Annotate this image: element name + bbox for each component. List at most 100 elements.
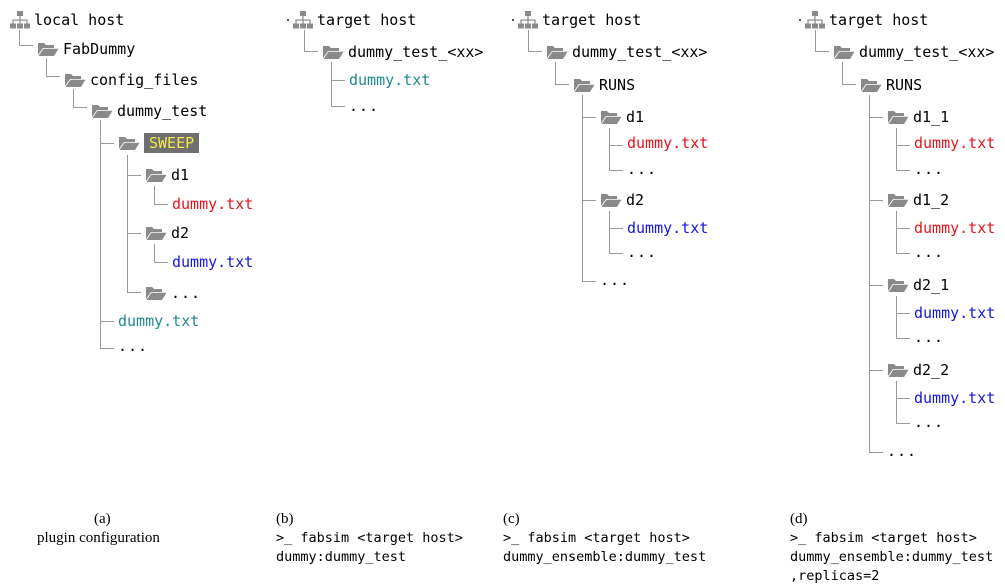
ellipsis: ... <box>914 243 945 261</box>
open-folder-icon <box>64 72 86 88</box>
file-dummy-txt: dummy.txt <box>349 68 430 92</box>
node-label: RUNS <box>886 76 923 94</box>
sweep-label: SWEEP <box>144 133 200 153</box>
node-label: target host <box>542 11 642 29</box>
tree-connector <box>555 84 569 85</box>
tree-connector <box>46 76 60 77</box>
tree-connector <box>582 200 596 201</box>
tree-connector <box>528 51 542 52</box>
ellipsis: ... <box>171 284 202 302</box>
tree-node-more: ... <box>914 410 944 434</box>
tree-connector <box>154 262 168 263</box>
open-folder-icon <box>145 285 167 301</box>
command-line-2: dummy:dummy_test <box>276 549 407 565</box>
tree-connector <box>869 370 883 371</box>
open-folder-icon <box>887 362 909 378</box>
tree-connector <box>896 228 910 229</box>
tree-connector <box>869 95 870 452</box>
tree-node-more: ... <box>600 268 630 292</box>
node-label: config_files <box>90 71 199 89</box>
network-icon <box>518 11 538 29</box>
node-label: FabDummy <box>63 40 136 58</box>
tree-connector <box>46 58 47 76</box>
tree-node-more: ... <box>887 439 917 463</box>
network-icon <box>10 11 30 29</box>
tree-node-dummy-test-xx: dummy_test_<xx> <box>546 40 707 64</box>
network-icon <box>805 11 825 29</box>
tree-connector <box>815 30 816 51</box>
file-label: dummy.txt <box>349 71 431 89</box>
tree-connector <box>609 253 623 254</box>
tree-connector <box>896 313 910 314</box>
ellipsis: ... <box>118 337 149 355</box>
open-folder-icon <box>145 167 167 183</box>
tree-connector <box>896 296 897 338</box>
tree-connector <box>331 80 345 81</box>
tree-connector <box>331 62 332 106</box>
tree-connector <box>869 452 883 453</box>
tree-connector <box>127 175 141 176</box>
node-label: RUNS <box>599 76 636 94</box>
prompt-dot <box>512 19 514 21</box>
tree-connector <box>896 170 910 171</box>
tree-connector <box>896 253 910 254</box>
open-folder-icon <box>860 77 882 93</box>
caption-text-a: plugin configuration <box>37 530 160 546</box>
open-folder-icon <box>600 109 622 125</box>
tree-node-local-host: local host <box>10 8 124 32</box>
node-label: dummy_test_<xx> <box>348 43 484 61</box>
ellipsis: ... <box>600 271 631 289</box>
node-label: local host <box>34 11 125 29</box>
open-folder-icon <box>37 41 59 57</box>
command-line-2: dummy_ensemble:dummy_test <box>790 549 994 565</box>
tree-connector <box>555 62 556 84</box>
tree-node-sweep: SWEEP <box>118 131 200 155</box>
node-label: d1_2 <box>913 191 950 209</box>
node-label: d2_2 <box>913 361 950 379</box>
open-folder-icon <box>573 77 595 93</box>
tree-connector <box>869 117 883 118</box>
node-label: target host <box>829 11 929 29</box>
tree-connector <box>582 95 583 281</box>
file-dummy-txt-d2: dummy.txt <box>627 216 708 240</box>
tree-connector <box>609 228 623 229</box>
tree-node-more: ... <box>914 157 944 181</box>
tree-node-d2-1: d2_1 <box>887 273 949 297</box>
tree-connector <box>127 155 128 292</box>
file-dummy-txt-d2-2: dummy.txt <box>914 386 995 410</box>
ellipsis: ... <box>627 160 658 178</box>
open-folder-icon <box>145 225 167 241</box>
node-label: dummy_test_<xx> <box>572 43 708 61</box>
file-dummy-txt-d2-1: dummy.txt <box>914 301 995 325</box>
tree-connector <box>609 211 610 253</box>
node-label: d1_1 <box>913 108 950 126</box>
tree-node-d2-2: d2_2 <box>887 358 949 382</box>
file-dummy-txt-d1: dummy.txt <box>627 131 708 155</box>
tree-connector <box>896 338 910 339</box>
tree-connector <box>127 292 141 293</box>
tree-node-d2: d2 <box>600 188 644 212</box>
tree-connector <box>100 143 114 144</box>
tree-node-sweep-more: ... <box>145 281 201 305</box>
tree-connector <box>582 281 596 282</box>
open-folder-icon <box>887 192 909 208</box>
tree-connector <box>609 145 623 146</box>
command-line-1: >_ fabsim <target host> <box>503 530 690 546</box>
tree-connector <box>896 398 910 399</box>
tree-node-d1: d1 <box>145 163 189 187</box>
tree-node-more: ... <box>627 157 657 181</box>
tree-connector <box>304 51 318 52</box>
tree-node-target-host: target host <box>805 8 928 32</box>
file-dummy-txt-d2: dummy.txt <box>172 250 253 274</box>
file-dummy-txt-d1: dummy.txt <box>172 192 253 216</box>
ellipsis: ... <box>914 160 945 178</box>
file-dummy-txt-d1-2: dummy.txt <box>914 216 995 240</box>
tree-connector <box>73 107 87 108</box>
node-label: target host <box>317 11 417 29</box>
tree-connector <box>582 117 596 118</box>
node-label: d2 <box>626 191 645 209</box>
tree-node-target-host: target host <box>293 8 416 32</box>
tree-node-more: ... <box>349 94 379 118</box>
tree-connector <box>896 145 910 146</box>
file-label: dummy.txt <box>627 134 709 152</box>
